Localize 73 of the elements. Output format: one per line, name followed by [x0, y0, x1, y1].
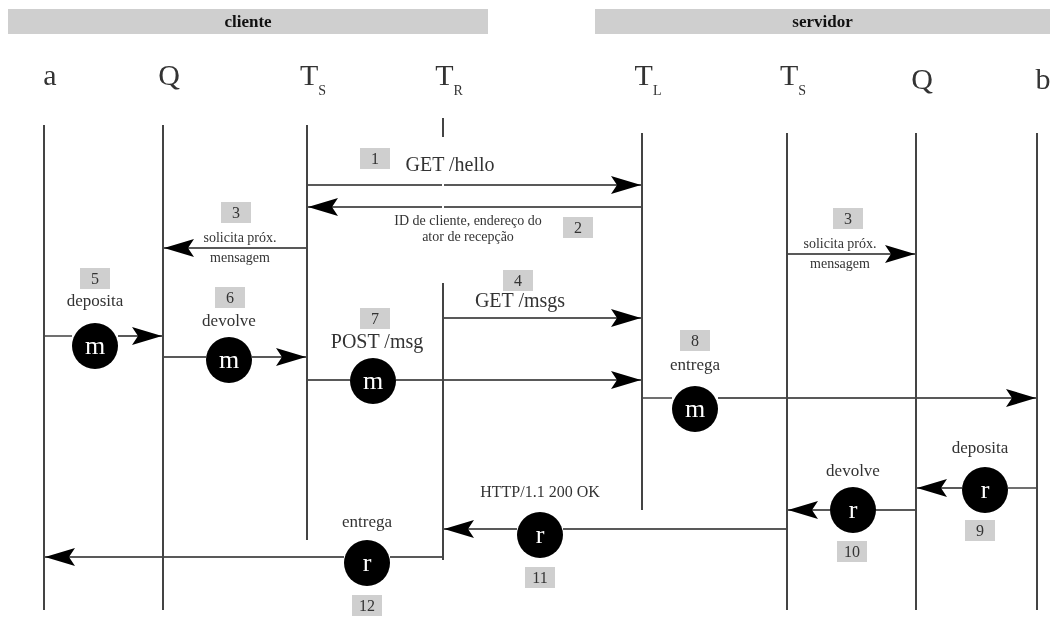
participant-label: T$_{L}$ [634, 58, 662, 99]
message-token: r [517, 512, 563, 558]
message-arrow [443, 520, 518, 538]
message-arrow [307, 198, 642, 216]
message-line [389, 556, 443, 558]
message-arrow [307, 176, 642, 194]
edge-label: deposita [951, 438, 1009, 458]
edge-label: GET /hello [405, 153, 495, 176]
edge-label: devolve [826, 461, 880, 481]
participant-label: Q [158, 58, 180, 92]
edge-label: HTTP/1.1 200 OK [480, 483, 600, 501]
message-arrow [443, 309, 642, 327]
message-line [1007, 487, 1037, 489]
message-arrow [251, 348, 307, 366]
edge-label: ID de cliente, endereço do ator de recepção [393, 213, 543, 245]
message-line [875, 509, 916, 511]
message-arrow [787, 501, 831, 519]
message-line [642, 397, 673, 399]
edge-label: entrega [342, 512, 392, 532]
message-token: m [350, 358, 396, 404]
lifeline [442, 118, 444, 560]
lifeline [641, 133, 643, 510]
message-arrow [787, 245, 916, 263]
edge-label: POST /msg [330, 330, 424, 353]
edge-label: entrega [670, 355, 720, 375]
participant-label: T$_{R}$ [435, 58, 463, 99]
step-number: 7 [360, 308, 390, 329]
group-header-band: servidor [595, 9, 1050, 34]
lifeline [43, 125, 45, 610]
message-arrow [916, 479, 963, 497]
edge-label: solicita próx. mensagem [802, 235, 878, 273]
message-line [163, 356, 207, 358]
step-number: 10 [837, 541, 867, 562]
step-number: 3 [833, 208, 863, 229]
message-arrow [117, 327, 163, 345]
edge-label: devolve [202, 311, 256, 331]
lifeline [786, 133, 788, 610]
message-arrow [717, 389, 1037, 407]
step-number: 5 [80, 268, 110, 289]
message-arrow [395, 371, 642, 389]
step-number: 2 [563, 217, 593, 238]
message-arrow [44, 548, 345, 566]
message-token: m [72, 323, 118, 369]
edge-label: solicita próx. mensagem [202, 229, 278, 267]
step-number: 9 [965, 520, 995, 541]
lifeline [162, 125, 164, 610]
step-number: 6 [215, 287, 245, 308]
participant-label: b [1035, 62, 1051, 96]
participant-label: a [43, 58, 57, 92]
lifeline [306, 125, 308, 540]
participant-label: T$_{S}$ [299, 58, 327, 99]
message-token: m [672, 386, 718, 432]
participant-label: Q [911, 62, 933, 96]
step-number: 3 [221, 202, 251, 223]
step-number: 8 [680, 330, 710, 351]
edge-label: GET /msgs [474, 289, 566, 312]
participant-label: T$_{S}$ [779, 58, 807, 99]
message-token: r [962, 467, 1008, 513]
message-line [307, 379, 351, 381]
step-number: 11 [525, 567, 555, 588]
edge-label: deposita [66, 291, 124, 311]
message-token: r [344, 540, 390, 586]
message-line [562, 528, 787, 530]
group-header-band: cliente [8, 9, 488, 34]
step-number: 1 [360, 148, 390, 169]
message-token: m [206, 337, 252, 383]
message-line [44, 335, 73, 337]
message-arrow [163, 239, 307, 257]
lifeline [915, 133, 917, 610]
message-token: r [830, 487, 876, 533]
step-number: 4 [503, 270, 533, 291]
step-number: 12 [352, 595, 382, 616]
lifeline [1036, 133, 1038, 610]
